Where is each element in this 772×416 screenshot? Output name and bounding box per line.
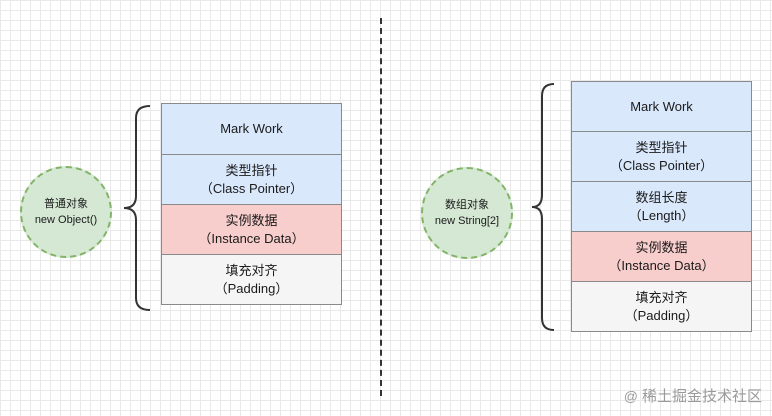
normal-mark-work-label: Mark Work (220, 121, 283, 136)
normal-padding-label: 填充对齐 (225, 262, 278, 278)
normal-instance-data-sub: （Instance Data） (198, 230, 305, 246)
normal-instance-data-cell: 实例数据 （Instance Data） (162, 205, 341, 255)
normal-mark-work-cell: Mark Work (162, 104, 341, 155)
normal-instance-data-label: 实例数据 (225, 212, 278, 228)
array-padding-cell: 填充对齐 （Padding） (572, 282, 751, 331)
left-brace (123, 105, 151, 311)
array-object-title: 数组对象 (445, 199, 489, 211)
array-length-sub: （Length） (628, 207, 695, 223)
array-instance-data-sub: （Instance Data） (608, 257, 715, 273)
right-brace (531, 83, 555, 331)
array-padding-label: 填充对齐 (635, 289, 688, 305)
array-class-pointer-cell: 类型指针 （Class Pointer） (572, 132, 751, 182)
normal-object-node: 普通对象 new Object() (20, 166, 112, 258)
array-length-label: 数组长度 (635, 189, 688, 205)
normal-padding-sub: （Padding） (214, 280, 289, 296)
array-instance-data-cell: 实例数据 （Instance Data） (572, 232, 751, 282)
array-mark-work-cell: Mark Work (572, 82, 751, 132)
watermark-text: 稀土掘金技术社区 (641, 388, 762, 405)
normal-class-pointer-label: 类型指针 (225, 162, 278, 178)
array-instance-data-label: 实例数据 (635, 239, 688, 255)
array-object-code: new String[2] (434, 215, 500, 227)
normal-padding-cell: 填充对齐 （Padding） (162, 255, 341, 304)
array-class-pointer-sub: （Class Pointer） (609, 157, 714, 173)
array-mark-work-label: Mark Work (630, 98, 693, 114)
center-divider (380, 18, 382, 396)
normal-class-pointer-cell: 类型指针 （Class Pointer） (162, 155, 341, 205)
at-icon: @ (623, 387, 638, 404)
array-class-pointer-label: 类型指针 (635, 139, 688, 155)
watermark: @ 稀土掘金技术社区 (624, 385, 762, 406)
normal-object-layout: Mark Work 类型指针 （Class Pointer） 实例数据 （Ins… (161, 103, 342, 305)
normal-object-code: new Object() (34, 214, 98, 226)
array-padding-sub: （Padding） (624, 307, 699, 323)
normal-object-title: 普通对象 (44, 198, 88, 210)
array-object-node: 数组对象 new String[2] (421, 167, 513, 259)
array-length-cell: 数组长度 （Length） (572, 182, 751, 232)
normal-class-pointer-sub: （Class Pointer） (199, 180, 304, 196)
array-object-layout: Mark Work 类型指针 （Class Pointer） 数组长度 （Len… (571, 81, 752, 332)
